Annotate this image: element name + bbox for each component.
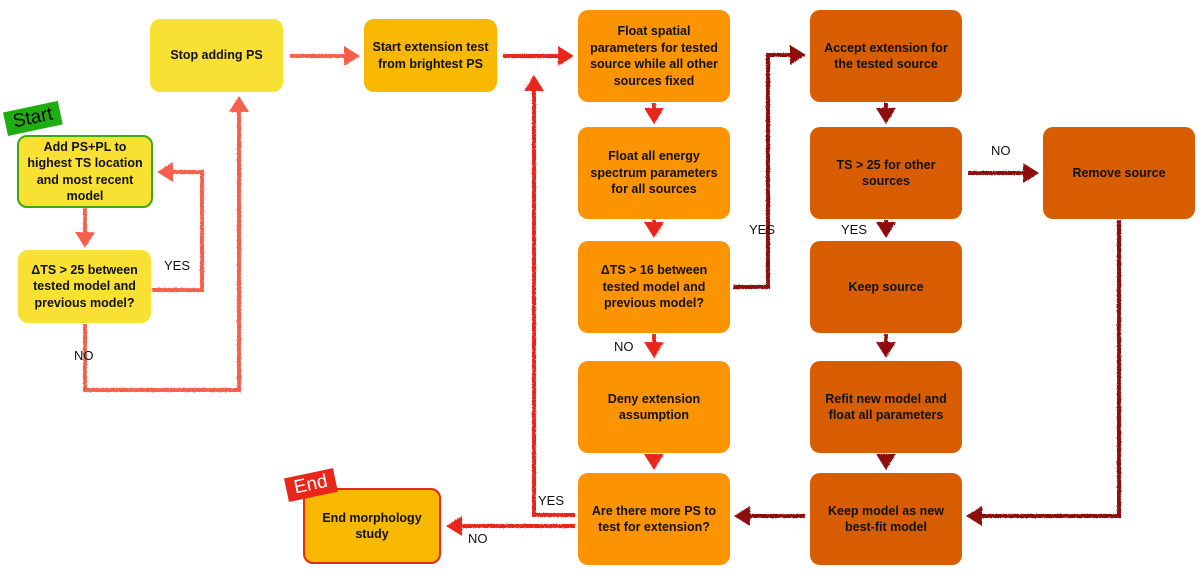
node-stop-adding-text: Stop adding PS: [170, 48, 263, 63]
edge-add-to-dts25: [75, 208, 95, 248]
node-dts25[interactable]: ΔTS > 25 between tested model and previo…: [18, 250, 151, 323]
arrowhead-icon: [229, 96, 249, 112]
node-dts16-text: ΔTS > 16 between tested model and previo…: [600, 263, 708, 311]
arrowhead-icon: [446, 516, 462, 536]
node-more-ps-text: Are there more PS to test for extension?: [591, 503, 717, 535]
node-dts16[interactable]: ΔTS > 16 between tested model and previo…: [578, 241, 730, 333]
node-refit[interactable]: Refit new model and float all parameters: [810, 361, 962, 453]
node-more-ps[interactable]: Are there more PS to test for extension?: [578, 473, 730, 565]
edge-dts16-yes-to-accept: [733, 45, 806, 289]
node-accept-extension-text: Accept extension for the tested source: [824, 40, 948, 72]
node-accept-extension[interactable]: Accept extension for the tested source: [810, 10, 962, 102]
arrowhead-icon: [558, 46, 574, 66]
connector-line: [982, 220, 1121, 518]
node-start-extension-text: Start extension test from brightest PS: [372, 40, 489, 71]
arrowhead-icon: [524, 75, 544, 91]
arrowhead-icon: [876, 454, 896, 470]
connector-line: [83, 112, 241, 392]
label-ts25-yes: YES: [841, 222, 868, 237]
node-dts25-text: ΔTS > 25 between tested model and previo…: [31, 262, 138, 310]
node-keep-source[interactable]: Keep source: [810, 241, 962, 333]
node-keep-model-text: Keep model as new best-fit model: [827, 503, 944, 535]
arrowhead-icon: [876, 222, 896, 238]
arrowhead-icon: [644, 222, 664, 238]
edge-refit-to-keep-model: [876, 454, 896, 470]
edge-keep-to-refit: [876, 334, 896, 358]
node-remove-source[interactable]: Remove source: [1043, 127, 1195, 219]
node-start-extension[interactable]: Start extension test from brightest PS: [364, 19, 497, 92]
edge-ts25-yes-to-keep: [876, 220, 896, 238]
label-dts25-no: NO: [74, 348, 94, 363]
arrowhead-icon: [157, 162, 173, 182]
node-deny-extension[interactable]: Deny extension assumption: [578, 361, 730, 453]
edge-dts25-no-to-stop: [83, 96, 249, 392]
edge-ts25-no-to-remove: [968, 163, 1039, 183]
arrowhead-icon: [734, 506, 750, 526]
node-keep-model[interactable]: Keep model as new best-fit model: [810, 473, 962, 565]
node-end-study[interactable]: End morphology study: [303, 488, 441, 564]
node-end-study-text: End morphology study: [322, 510, 422, 542]
node-add-ps-text: Add PS+PL to highest TS location and mos…: [27, 139, 143, 204]
edge-accept-to-ts25: [876, 103, 896, 124]
arrowhead-icon: [644, 342, 664, 358]
arrowhead-icon: [876, 108, 896, 124]
edge-dts16-no-to-deny: [644, 334, 664, 358]
arrowhead-icon: [790, 45, 806, 65]
node-deny-extension-text: Deny extension assumption: [607, 391, 701, 423]
edge-start-ext-to-spatial: [503, 46, 574, 66]
label-dts16-yes: YES: [749, 222, 776, 237]
node-stop-adding[interactable]: Stop adding PS: [150, 19, 283, 92]
label-more-ps-no: NO: [468, 531, 488, 546]
edge-deny-to-more-ps: [644, 454, 664, 470]
edge-spatial-to-energy: [644, 103, 664, 124]
node-float-energy[interactable]: Float all energy spectrum parameters for…: [578, 127, 730, 219]
node-float-spatial-text: Float spatial parameters for tested sour…: [590, 24, 718, 88]
connector-line: [733, 53, 790, 289]
connector-line: [532, 91, 575, 517]
label-more-ps-yes: YES: [538, 493, 565, 508]
node-add-ps[interactable]: Add PS+PL to highest TS location and mos…: [17, 135, 153, 208]
edge-dts25-yes-to-add: [152, 162, 204, 292]
connector-line: [152, 170, 204, 292]
edge-more-ps-no-to-end: [446, 516, 575, 536]
edge-energy-to-dts16: [644, 220, 664, 238]
label-ts25-no: NO: [991, 143, 1011, 158]
edge-stop-to-start-ext: [290, 46, 360, 66]
edge-remove-to-keep-model: [966, 220, 1121, 526]
node-keep-source-text: Keep source: [848, 279, 924, 294]
node-float-energy-text: Float all energy spectrum parameters for…: [590, 149, 718, 197]
arrowhead-icon: [644, 108, 664, 124]
node-remove-source-text: Remove source: [1072, 165, 1166, 180]
label-dts25-yes: YES: [164, 258, 191, 273]
arrowhead-icon: [644, 454, 664, 470]
node-ts25-other[interactable]: TS > 25 for other sources: [810, 127, 962, 219]
edge-keep-model-to-more-ps: [734, 506, 805, 526]
arrowhead-icon: [876, 342, 896, 358]
arrowhead-icon: [75, 232, 95, 248]
label-dts16-no: NO: [614, 339, 634, 354]
arrowhead-icon: [1023, 163, 1039, 183]
edge-more-ps-yes-to-start-ext: [524, 75, 575, 517]
arrowhead-icon: [344, 46, 360, 66]
node-refit-text: Refit new model and float all parameters: [825, 391, 947, 423]
arrowhead-icon: [966, 506, 982, 526]
node-ts25-other-text: TS > 25 for other sources: [836, 157, 936, 189]
node-float-spatial[interactable]: Float spatial parameters for tested sour…: [578, 10, 730, 102]
